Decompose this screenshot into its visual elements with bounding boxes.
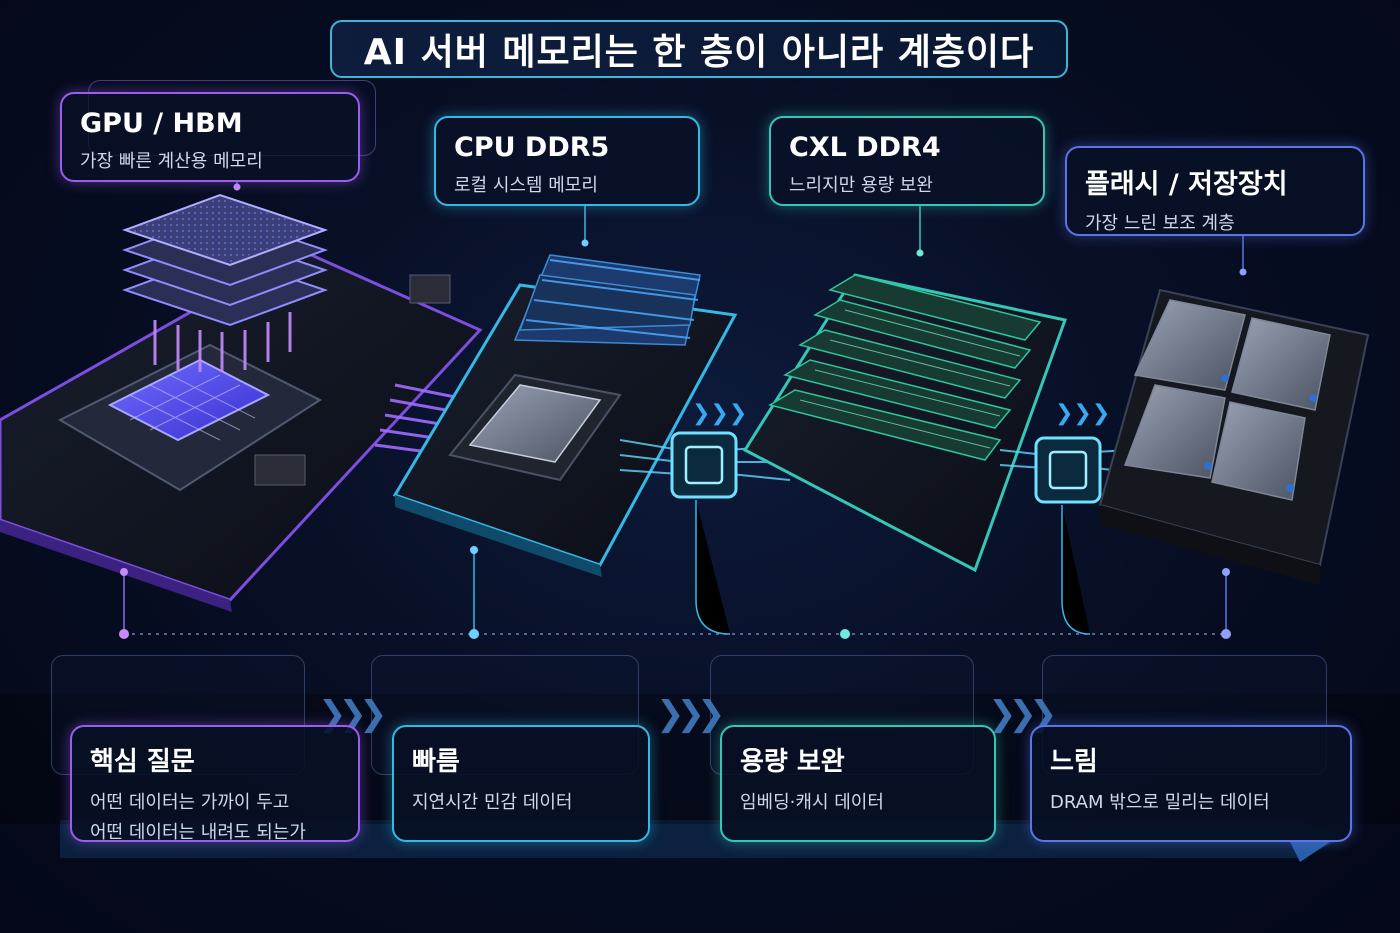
bottom-card-desc-line-1: 어떤 데이터는 가까이 두고	[90, 792, 290, 813]
tier-desc: 느리지만 용량 보완	[789, 175, 933, 196]
bottom-card-desc: 어떤 데이터는 가까이 두고 어떤 데이터는 내려도 되는가	[90, 788, 340, 848]
svg-text:❯❯❯: ❯❯❯	[692, 401, 747, 426]
bottom-card-desc: 임베딩·캐시 데이터	[740, 792, 884, 813]
bottom-card-desc: 지연시간 민감 데이터	[412, 792, 573, 813]
tier-desc: 가장 빠른 계산용 메모리	[80, 151, 263, 172]
bottom-card-title: 용량 보완	[740, 747, 845, 777]
cxl-ddr4-board	[742, 273, 1067, 573]
tier-card-cpu-ddr5: CPU DDR5 로컬 시스템 메모리	[434, 116, 700, 206]
bottom-card-slow: 느림 DRAM 밖으로 밀리는 데이터	[1030, 725, 1352, 842]
page-title-text: AI 서버 메모리는 한 층이 아니라 계층이다	[363, 32, 1035, 73]
bottom-card-capacity: 용량 보완 임베딩·캐시 데이터	[720, 725, 996, 842]
flash-storage	[1098, 288, 1370, 585]
cxl-switch-chip-1: ❯❯❯	[619, 401, 791, 499]
tier-name: 플래시 / 저장장치	[1085, 169, 1288, 200]
tier-desc: 가장 느린 보조 계층	[1085, 213, 1235, 234]
cpu-board	[392, 254, 738, 577]
bottom-card-desc-line-2: 어떤 데이터는 내려도 되는가	[90, 822, 306, 843]
hbm-stack	[121, 193, 329, 372]
flow-arrow	[60, 820, 1345, 862]
tier-baseline	[119, 500, 1231, 639]
tier-name: CXL DDR4	[789, 132, 941, 163]
bottom-card-fast: 빠름 지연시간 민감 데이터	[392, 725, 650, 842]
cxl-switch-chip-2: ❯❯❯	[999, 401, 1131, 504]
bottom-card-title: 빠름	[412, 747, 460, 777]
bottom-card-desc: DRAM 밖으로 밀리는 데이터	[1050, 792, 1270, 813]
bottom-card-title: 느림	[1050, 747, 1098, 777]
bottom-card-key-question: 핵심 질문 어떤 데이터는 가까이 두고 어떤 데이터는 내려도 되는가	[70, 725, 360, 843]
page-title: AI 서버 메모리는 한 층이 아니라 계층이다	[330, 20, 1068, 78]
tier-desc: 로컬 시스템 메모리	[454, 175, 598, 196]
tier-card-flash-storage: 플래시 / 저장장치 가장 느린 보조 계층	[1065, 146, 1365, 236]
tier-name: CPU DDR5	[454, 132, 610, 163]
gpu-board	[0, 193, 483, 612]
tier-name: GPU / HBM	[80, 108, 243, 139]
svg-text:❯❯❯: ❯❯❯	[1055, 401, 1110, 426]
bottom-card-title: 핵심 질문	[90, 747, 195, 777]
tier-card-cxl-ddr4: CXL DDR4 느리지만 용량 보완	[769, 116, 1045, 206]
chevron-right-icon: ❯❯❯	[656, 694, 726, 734]
tier-card-gpu-hbm: GPU / HBM 가장 빠른 계산용 메모리	[60, 92, 360, 182]
